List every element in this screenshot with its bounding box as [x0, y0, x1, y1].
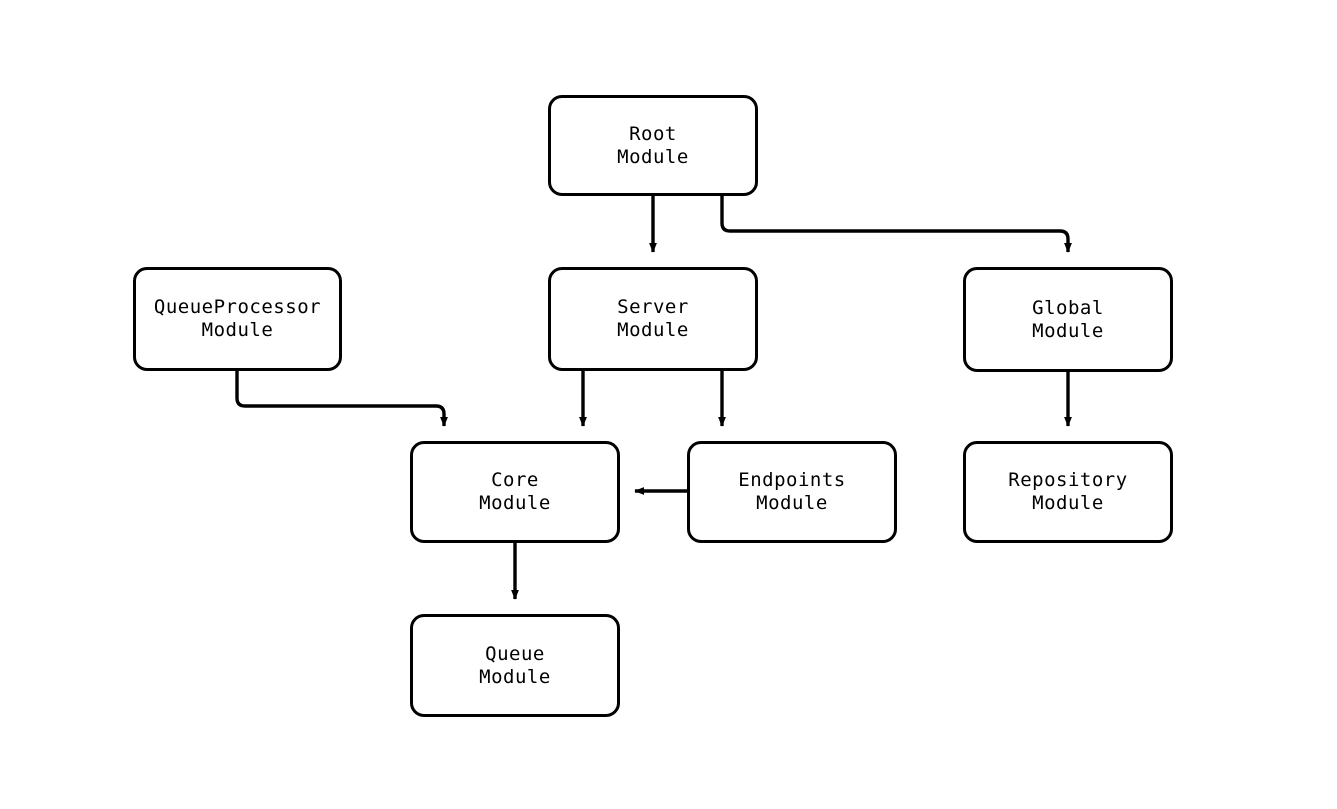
node-core-module[interactable]: Core Module	[410, 441, 620, 543]
node-root-module-title: Root	[629, 122, 677, 145]
node-root-module-subtitle: Module	[617, 145, 689, 168]
node-endpoints-module-title: Endpoints	[738, 469, 846, 491]
node-global-module-title: Global	[1032, 296, 1104, 319]
node-server-module[interactable]: Server Module	[548, 267, 758, 371]
node-queueprocessor-module[interactable]: QueueProcessor Module	[133, 267, 342, 371]
node-root-module[interactable]: Root Module	[548, 95, 758, 196]
node-queueprocessor-module-title: QueueProcessor	[153, 296, 322, 318]
node-repository-module-subtitle: Module	[1032, 492, 1104, 514]
node-core-module-title: Core	[491, 469, 539, 491]
node-server-module-title: Server	[617, 296, 689, 318]
node-repository-module-title: Repository	[1008, 469, 1128, 491]
node-queue-module-subtitle: Module	[479, 665, 551, 688]
node-queue-module[interactable]: Queue Module	[410, 614, 620, 717]
node-queueprocessor-module-subtitle: Module	[201, 319, 274, 341]
node-core-module-subtitle: Module	[479, 492, 551, 514]
node-repository-module[interactable]: Repository Module	[963, 441, 1173, 543]
node-global-module[interactable]: Global Module	[963, 267, 1173, 372]
node-endpoints-module[interactable]: Endpoints Module	[687, 441, 897, 543]
node-server-module-subtitle: Module	[617, 319, 689, 341]
edge-root-to-global	[720, 196, 1072, 253]
node-endpoints-module-subtitle: Module	[756, 492, 828, 514]
node-queue-module-title: Queue	[485, 642, 545, 665]
edge-queueprocessor-to-core	[235, 371, 448, 427]
node-global-module-subtitle: Module	[1032, 319, 1104, 342]
